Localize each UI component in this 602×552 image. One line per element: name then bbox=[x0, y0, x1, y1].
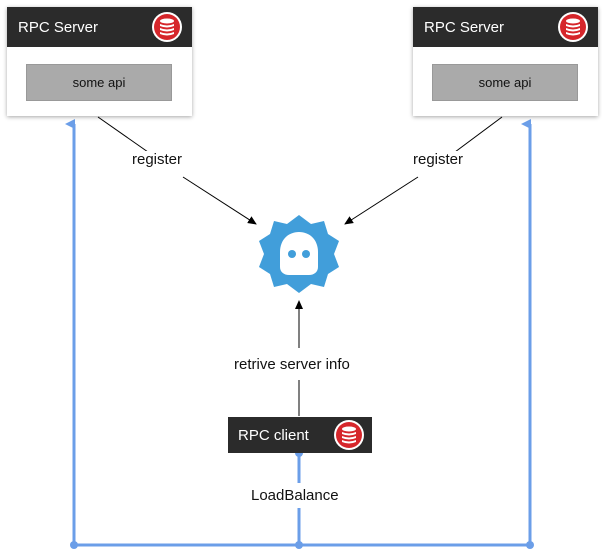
rpc-client: RPC client bbox=[228, 417, 372, 453]
server-header: RPC Server bbox=[7, 7, 192, 47]
register-arrow-left bbox=[182, 176, 257, 225]
rpc-server-right: RPC Server some api bbox=[413, 7, 598, 116]
client-title: RPC client bbox=[238, 427, 309, 444]
lb-dot-left bbox=[70, 541, 78, 549]
api-box: some api bbox=[432, 64, 578, 101]
server-header: RPC Server bbox=[413, 7, 598, 47]
register-arrow-right-top bbox=[454, 116, 503, 153]
server-title: RPC Server bbox=[18, 19, 99, 36]
database-icon bbox=[558, 12, 588, 42]
retrieve-label: retrive server info bbox=[234, 356, 350, 373]
register-arrow-left-top bbox=[97, 116, 149, 153]
database-icon bbox=[152, 12, 182, 42]
register-arrow-right bbox=[344, 176, 419, 225]
register-label-left: register bbox=[132, 151, 183, 168]
etcd-logo-icon bbox=[259, 215, 339, 293]
loadbalance-label: LoadBalance bbox=[251, 487, 339, 504]
api-box: some api bbox=[26, 64, 172, 101]
api-label: some api bbox=[478, 75, 532, 90]
database-icon bbox=[334, 420, 364, 450]
lb-dot-center bbox=[295, 541, 303, 549]
rpc-server-left: RPC Server some api bbox=[7, 7, 192, 116]
lb-dot-right bbox=[526, 541, 534, 549]
register-label-right: register bbox=[413, 151, 464, 168]
server-title: RPC Server bbox=[424, 19, 505, 36]
api-label: some api bbox=[72, 75, 126, 90]
